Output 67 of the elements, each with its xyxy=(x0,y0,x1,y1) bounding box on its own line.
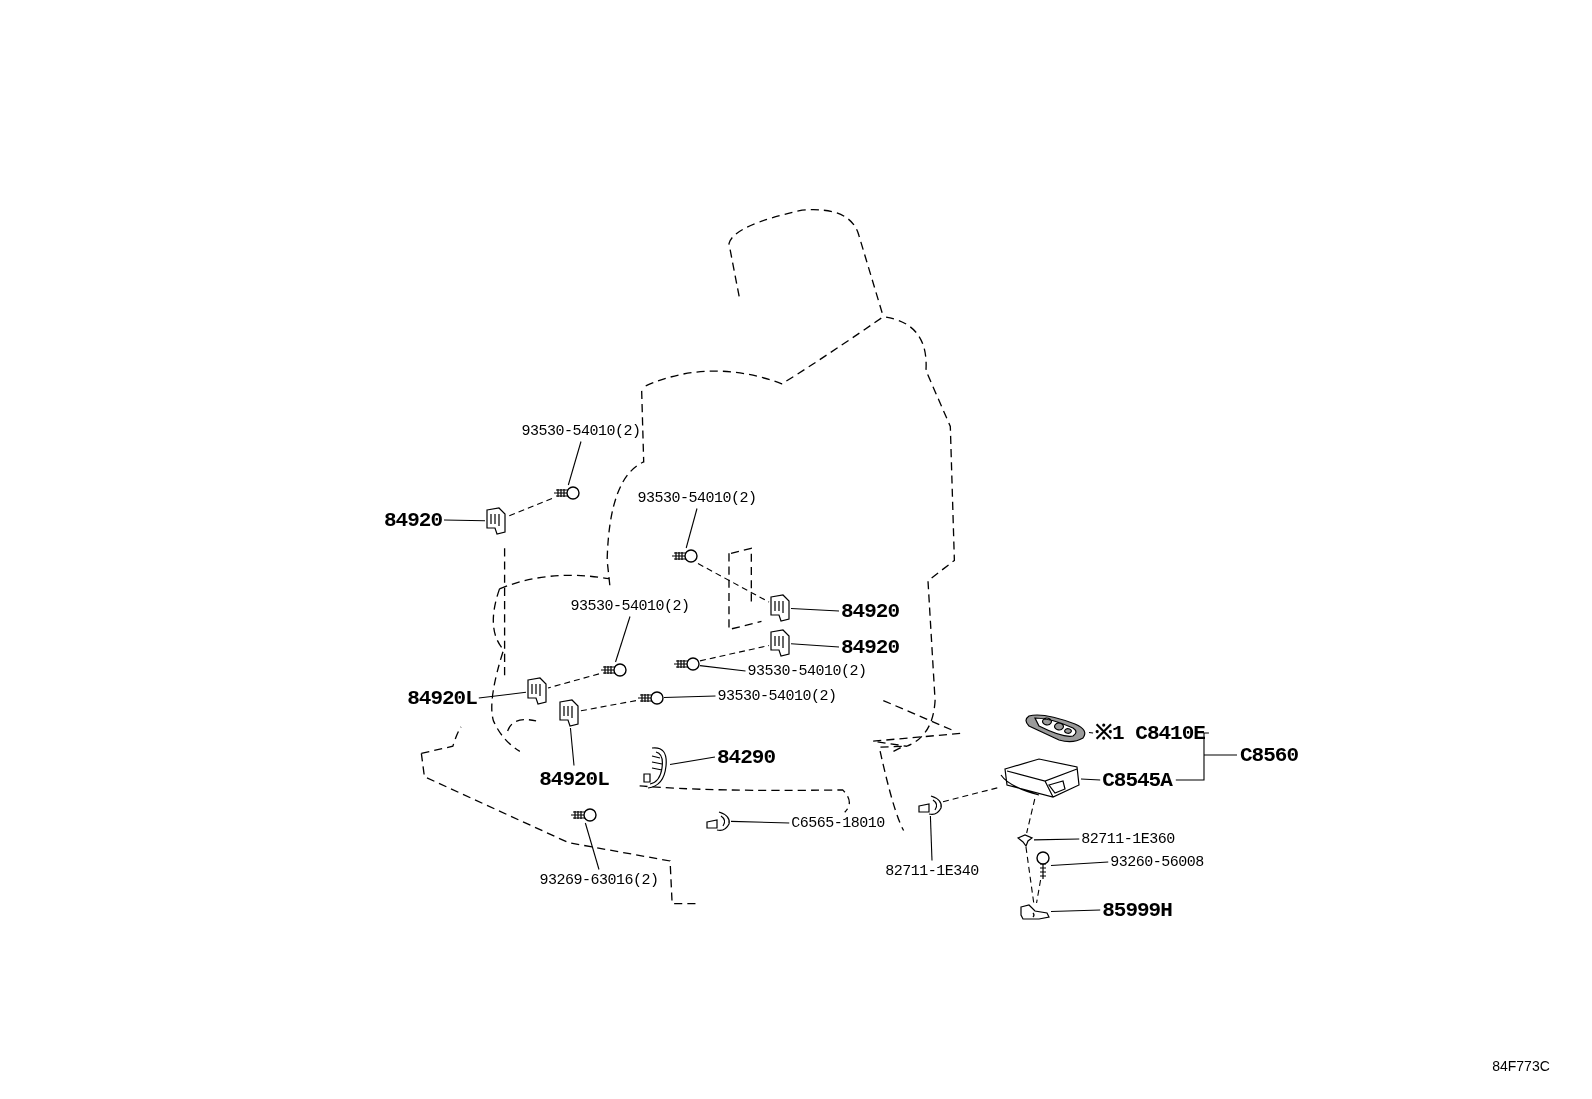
bracket-drawing xyxy=(769,628,791,658)
control-unit-drawing xyxy=(999,755,1081,799)
part-number: 82711-1E340 xyxy=(885,862,979,880)
part-number: C6565-18010 xyxy=(791,814,885,832)
leader-line xyxy=(567,440,582,486)
part-number: 85999H xyxy=(1102,898,1172,922)
leader-line xyxy=(929,815,933,862)
bracket-drawing xyxy=(558,698,580,728)
leader-line xyxy=(685,507,698,549)
leader-line xyxy=(669,756,716,766)
part-number: C8560 xyxy=(1240,743,1298,767)
leader-line xyxy=(615,615,631,663)
bolt-drawing xyxy=(569,807,597,823)
part-number: 93530-54010(2) xyxy=(570,597,690,615)
leader-line xyxy=(569,727,575,767)
part-number: ※1 C8410E xyxy=(1095,721,1205,745)
part-number: 93260-56008 xyxy=(1110,853,1204,871)
leader-line xyxy=(584,822,600,871)
part-number: 93530-54010(2) xyxy=(521,422,641,440)
leader-line xyxy=(443,519,486,522)
part-number: 84920 xyxy=(841,599,899,623)
leader-line xyxy=(1050,909,1101,913)
part-number: 84920L xyxy=(407,686,477,710)
cable-drawing xyxy=(640,744,670,790)
leader-line xyxy=(1050,861,1109,867)
bolt-drawing xyxy=(672,656,700,672)
leader-line xyxy=(506,498,553,518)
bracket-drawing xyxy=(485,506,507,536)
leader-line xyxy=(790,608,840,612)
bracket-drawing xyxy=(1019,903,1051,921)
bolt-drawing xyxy=(599,662,627,678)
leader-line xyxy=(699,665,747,672)
leader-line xyxy=(1088,731,1094,734)
leader-line xyxy=(942,786,1000,803)
leader-line xyxy=(730,820,790,824)
leader-line xyxy=(478,691,527,699)
leader-line xyxy=(790,643,840,648)
leader-line xyxy=(1033,838,1080,841)
leader-line xyxy=(547,673,600,689)
part-number: 84920L xyxy=(539,767,609,791)
part-number: 93530-54010(2) xyxy=(637,489,757,507)
leader-line xyxy=(1025,846,1035,904)
part-number: 93530-54010(2) xyxy=(747,662,867,680)
part-number: C8545A xyxy=(1102,768,1172,792)
leader-line xyxy=(1036,879,1042,904)
screw-drawing xyxy=(1035,852,1051,880)
bolt-drawing xyxy=(636,690,664,706)
part-number: 84920 xyxy=(841,635,899,659)
leader-line xyxy=(699,644,770,662)
clip-drawing xyxy=(917,794,943,816)
drawing-code: 84F773C xyxy=(1492,1058,1550,1074)
clip-drawing xyxy=(1016,833,1034,847)
clip-drawing xyxy=(705,810,731,832)
bracket-drawing xyxy=(769,593,791,623)
bolt-drawing xyxy=(670,548,698,564)
leader-line xyxy=(1026,798,1036,834)
part-number: 84290 xyxy=(717,745,775,769)
leader-line xyxy=(697,563,770,603)
bracket-drawing xyxy=(526,676,548,706)
part-number: 93530-54010(2) xyxy=(717,687,837,705)
part-number: 93269-63016(2) xyxy=(539,871,659,889)
leader-line xyxy=(663,695,717,699)
bolt-drawing xyxy=(552,485,580,501)
leader-line xyxy=(579,700,637,712)
leader-line xyxy=(1080,778,1101,781)
part-number: 84920 xyxy=(384,508,442,532)
part-number: 82711-1E360 xyxy=(1081,830,1175,848)
